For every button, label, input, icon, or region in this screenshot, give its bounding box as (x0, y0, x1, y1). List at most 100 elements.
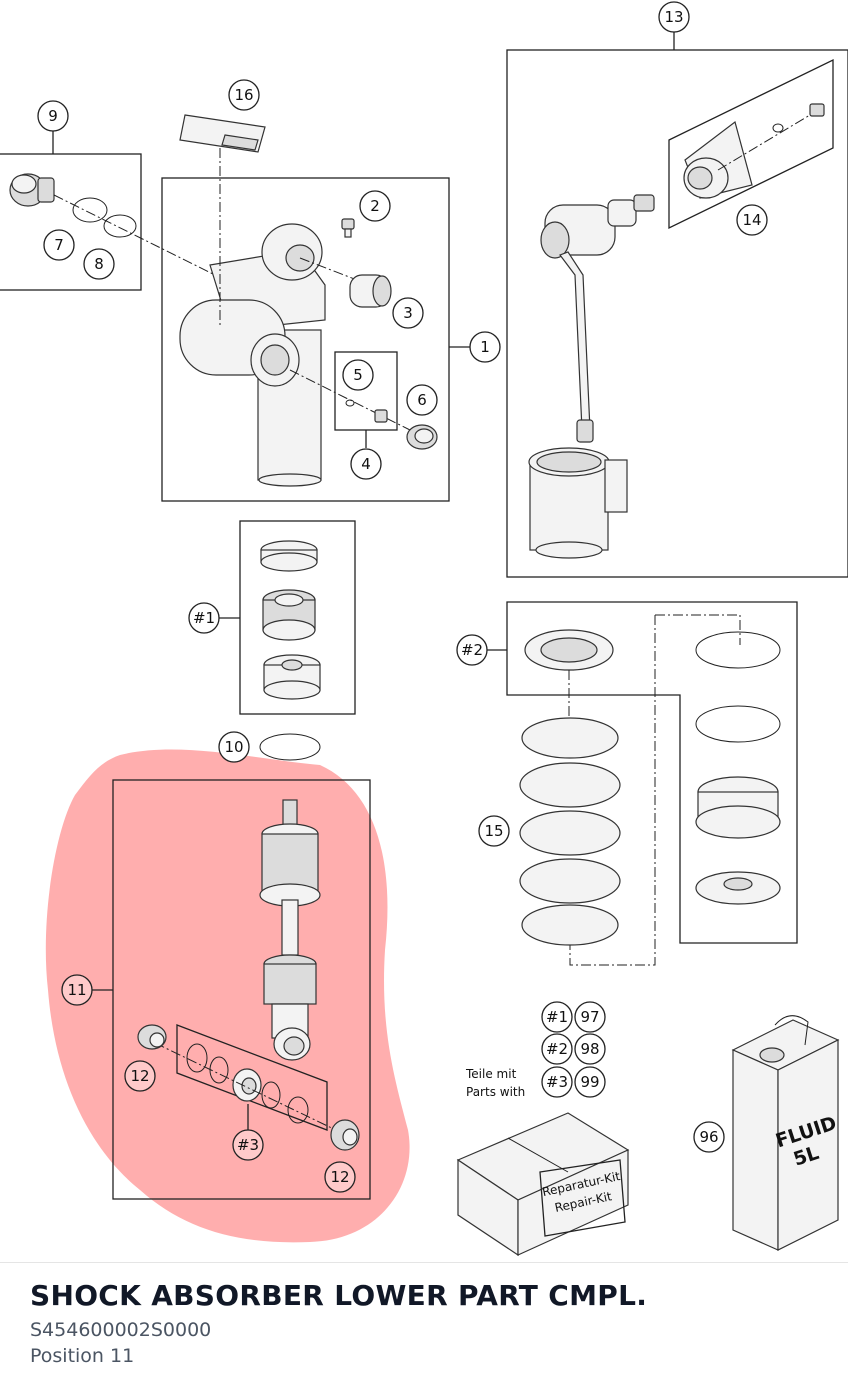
group-kit-2 (487, 601, 798, 966)
kit3-ring-d[interactable] (287, 1096, 309, 1124)
callout-kit-2-ref-text: #2 (546, 1040, 568, 1058)
kit1-ring[interactable] (260, 540, 318, 572)
reservoir-hose[interactable] (559, 251, 594, 443)
callout-5-text: 5 (353, 366, 363, 384)
callout-14[interactable]: 14 (736, 204, 768, 236)
kit3-bushing[interactable] (232, 1068, 262, 1102)
spring-seat-upper[interactable] (524, 629, 614, 671)
group-1-body (161, 114, 470, 502)
callout-15[interactable]: 15 (478, 815, 510, 847)
kit2-collar[interactable] (695, 776, 781, 839)
washer-5[interactable] (345, 399, 355, 407)
circlip-10[interactable] (259, 733, 321, 761)
callout-kit-3[interactable]: #3 (232, 1129, 264, 1161)
callout-kit-1[interactable]: #1 (188, 602, 220, 634)
callout-12-left-text: 12 (130, 1067, 149, 1085)
callout-12-right[interactable]: 12 (324, 1161, 356, 1193)
callout-3[interactable]: 3 (392, 297, 424, 329)
callout-98-text: 98 (580, 1040, 599, 1058)
valve-piston-part[interactable] (9, 173, 55, 207)
o-ring-7[interactable] (72, 197, 108, 223)
adjuster-knob-14[interactable] (683, 120, 753, 199)
callout-kit-2-text: #2 (461, 641, 483, 659)
kit3-ring-c[interactable] (261, 1081, 281, 1109)
callout-99-text: 99 (580, 1073, 599, 1091)
reservoir-canister[interactable] (528, 447, 628, 559)
callout-kit-1-ref-text: #1 (546, 1008, 568, 1026)
callout-14-text: 14 (742, 211, 761, 229)
callout-kit-3-ref[interactable]: #3 (541, 1066, 573, 1098)
callout-12-left[interactable]: 12 (124, 1060, 156, 1092)
exploded-parts-diagram: .ln { stroke:#222; stroke-width:1.3; fil… (0, 1, 848, 1257)
group-13-reservoir (506, 32, 848, 578)
callout-98[interactable]: 98 (574, 1033, 606, 1065)
group-kit-1 (219, 520, 356, 715)
callout-99[interactable]: 99 (574, 1066, 606, 1098)
callout-1-text: 1 (480, 338, 490, 356)
callout-4-text: 4 (361, 455, 371, 473)
callout-6[interactable]: 6 (406, 384, 438, 416)
callout-7[interactable]: 7 (43, 229, 75, 261)
callout-kit-1-ref[interactable]: #1 (541, 1001, 573, 1033)
kit2-ring-b[interactable] (695, 705, 781, 743)
bushing-12-left[interactable] (137, 1024, 167, 1050)
callout-11[interactable]: 11 (61, 974, 93, 1006)
callout-8[interactable]: 8 (83, 248, 115, 280)
callout-10-text: 10 (224, 738, 243, 756)
callout-97-text: 97 (580, 1008, 599, 1026)
callout-2-text: 2 (370, 197, 380, 215)
part-info-panel: SHOCK ABSORBER LOWER PART CMPL. S4546000… (0, 1262, 848, 1391)
reservoir-valve-body[interactable] (540, 194, 655, 259)
fluid-can-96[interactable]: FLUID 5L (731, 1015, 840, 1251)
callout-2[interactable]: 2 (359, 190, 391, 222)
o-ring-8[interactable] (103, 214, 137, 238)
callout-16-text: 16 (234, 86, 253, 104)
callout-kit-2[interactable]: #2 (456, 634, 488, 666)
part-number: S454600002S0000 (30, 1319, 212, 1341)
callout-13[interactable]: 13 (658, 1, 690, 33)
bolt-2[interactable] (341, 218, 355, 238)
callout-10[interactable]: 10 (218, 731, 250, 763)
group-kit-3-box (176, 1024, 328, 1131)
callout-9-text: 9 (48, 107, 58, 125)
parts-with-label-de: Teile mit (465, 1067, 517, 1081)
part-title: SHOCK ABSORBER LOWER PART CMPL. (30, 1279, 648, 1312)
callout-11-text: 11 (67, 981, 86, 999)
callout-12-right-text: 12 (330, 1168, 349, 1186)
callout-5[interactable]: 5 (342, 359, 374, 391)
kit3-ring-a[interactable] (186, 1043, 208, 1073)
group-11-damper (92, 779, 371, 1200)
callout-3-text: 3 (403, 304, 413, 322)
callout-kit-3-ref-text: #3 (546, 1073, 568, 1091)
callout-8-text: 8 (94, 255, 104, 273)
callout-4[interactable]: 4 (350, 448, 382, 480)
bushing-12-right[interactable] (330, 1119, 360, 1151)
bushing-3[interactable] (349, 274, 392, 308)
kit2-ring-a[interactable] (695, 631, 781, 669)
callout-kit-2-ref[interactable]: #2 (541, 1033, 573, 1065)
valve-4[interactable] (374, 409, 388, 423)
callout-1[interactable]: 1 (469, 331, 501, 363)
repair-kit-box[interactable]: Reparatur-Kit Repair-Kit (456, 1112, 630, 1257)
kit1-seal-head[interactable] (262, 589, 316, 641)
label-sticker-16[interactable] (179, 114, 266, 153)
callout-15-text: 15 (484, 822, 503, 840)
callout-96[interactable]: 96 (693, 1121, 725, 1153)
callout-kit-1-text: #1 (193, 609, 215, 627)
damper-piston-rod[interactable] (259, 799, 321, 1061)
highlight-region-part-11[interactable] (45, 749, 410, 1243)
shock-body-upper[interactable] (179, 223, 326, 487)
callout-9[interactable]: 9 (37, 100, 69, 132)
kit1-bumper[interactable] (263, 654, 321, 700)
callout-kit-3-text: #3 (237, 1136, 259, 1154)
callout-6-text: 6 (417, 391, 427, 409)
callout-97[interactable]: 97 (574, 1001, 606, 1033)
parts-with-label-en: Parts with (466, 1085, 525, 1099)
part-position: Position 11 (30, 1345, 135, 1367)
cap-6[interactable] (406, 424, 438, 450)
kit2-split-washer[interactable] (695, 871, 781, 905)
group-9-valve (0, 131, 216, 291)
coil-spring-15[interactable] (519, 717, 621, 946)
callout-13-text: 13 (664, 8, 683, 26)
callout-16[interactable]: 16 (228, 79, 260, 111)
